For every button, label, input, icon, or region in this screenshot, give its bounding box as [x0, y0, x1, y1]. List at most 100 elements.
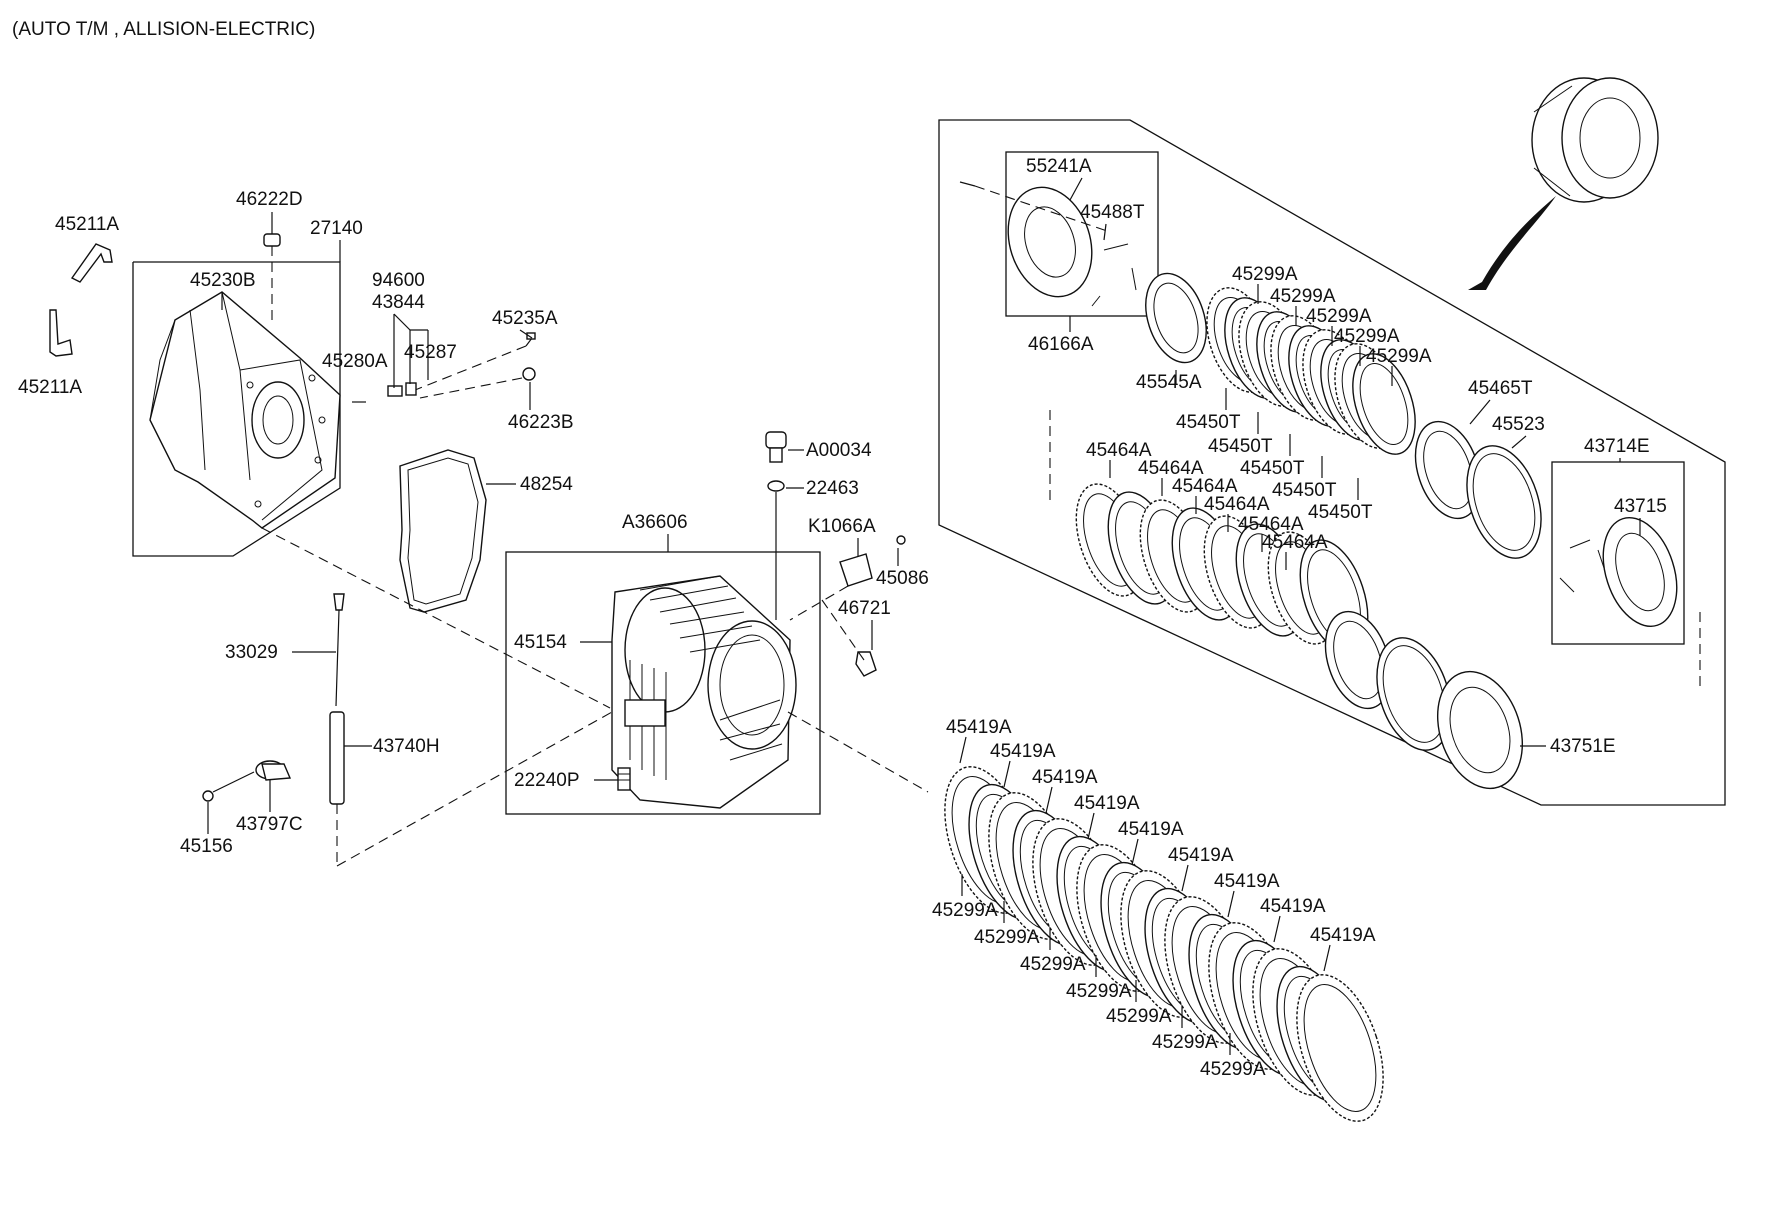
breather-A00034: [765, 431, 787, 620]
upper-disc-45450T: [1352, 353, 1416, 455]
label-45419A: 45419A: [1260, 896, 1326, 917]
label-22240P: 22240P: [514, 770, 580, 791]
label-46166A: 46166A: [1028, 334, 1094, 355]
stack-labels: 45299A45299A45299A45299A45299A45450T4545…: [932, 264, 1432, 1080]
label-A00034: A00034: [806, 440, 872, 461]
bracket-43797C: [255, 760, 292, 781]
label-45419A: 45419A: [1214, 871, 1280, 892]
label-45086: 45086: [876, 568, 929, 589]
spring-45465T: [1414, 420, 1482, 520]
label-45299A-lower: 45299A: [974, 927, 1040, 948]
label-55241A: 55241A: [1026, 156, 1092, 177]
middle-clutch-pack: [1075, 483, 1369, 653]
label-45299A-upper: 45299A: [1232, 264, 1298, 285]
label-45523: 45523: [1492, 414, 1545, 435]
label-22463: 22463: [806, 478, 859, 499]
label-45419A: 45419A: [1074, 793, 1140, 814]
label-45287: 45287: [404, 342, 457, 363]
plug-46222D: [263, 233, 281, 320]
label-45488T: 45488T: [1080, 202, 1145, 223]
piston-43751E: [1436, 670, 1524, 790]
label-45211A-top: 45211A: [55, 214, 119, 235]
snap-rings-45488T: [1091, 243, 1137, 307]
label-45299A-lower: 45299A: [1200, 1059, 1266, 1080]
label-43751E: 43751E: [1550, 736, 1616, 757]
label-45450T: 45450T: [1240, 458, 1305, 479]
label-45235A: 45235A: [492, 308, 558, 329]
bolt-45156: [202, 771, 255, 802]
label-43797C: 43797C: [236, 814, 303, 835]
label-33029: 33029: [225, 642, 278, 663]
label-45450T: 45450T: [1272, 480, 1337, 501]
dipstick-33029: [333, 593, 345, 707]
fill-tube-43740H: [329, 711, 345, 866]
plug-22240P: [617, 767, 631, 791]
label-45464A: 45464A: [1204, 494, 1270, 515]
piston-55241A: [1007, 186, 1093, 298]
label-45464A: 45464A: [1086, 440, 1152, 461]
label-45464A: 45464A: [1138, 458, 1204, 479]
piston-subgroup-43714E-frame: [1551, 461, 1685, 645]
label-45299A-lower: 45299A: [1152, 1032, 1218, 1053]
seal-ring-45523: [1466, 445, 1542, 559]
label-45154: 45154: [514, 632, 567, 653]
label-46222D: 46222D: [236, 189, 303, 210]
label-45156: 45156: [180, 836, 233, 857]
converter-housing-45230B: [149, 291, 341, 529]
label-43714E: 43714E: [1584, 436, 1650, 457]
label-45450T: 45450T: [1208, 436, 1273, 457]
spring-lower: [1324, 610, 1392, 710]
hook-bracket-45211A-lower: [49, 309, 73, 357]
label-45211A-bottom: 45211A: [18, 377, 82, 398]
piston-43715: [1559, 517, 1678, 627]
leader-lines: [207, 177, 1641, 834]
label-45464A: 45464A: [1262, 532, 1328, 553]
label-48254: 48254: [520, 474, 573, 495]
label-45230B: 45230B: [190, 270, 256, 291]
label-45299A-upper: 45299A: [1366, 346, 1432, 367]
transmission-case-A36606: [611, 575, 797, 809]
pointer-arrow: [1468, 196, 1556, 290]
label-45419A: 45419A: [1310, 925, 1376, 946]
label-45299A-lower: 45299A: [1106, 1006, 1172, 1027]
label-A36606: A36606: [622, 512, 688, 533]
label-45545A: 45545A: [1136, 372, 1202, 393]
label-43844: 43844: [372, 292, 425, 313]
diagram-header: (AUTO T/M , ALLISION-ELECTRIC): [12, 19, 315, 40]
label-45280A: 45280A: [322, 351, 388, 372]
bolt-45086: [896, 535, 906, 545]
label-45299A-upper: 45299A: [1334, 326, 1400, 347]
label-45299A-lower: 45299A: [1020, 954, 1086, 975]
label-27140: 27140: [310, 218, 363, 239]
lower-clutch-pack: [944, 766, 1384, 1122]
piston-subgroup-frame: [1005, 151, 1159, 317]
label-45419A: 45419A: [1168, 845, 1234, 866]
label-45419A: 45419A: [990, 741, 1056, 762]
label-45464A: 45464A: [1238, 514, 1304, 535]
label-45465T: 45465T: [1468, 378, 1533, 399]
label-45299A-upper: 45299A: [1270, 286, 1336, 307]
label-K1066A: K1066A: [808, 516, 876, 537]
label-45419A: 45419A: [1032, 767, 1098, 788]
ring-45545A: [1145, 272, 1207, 364]
label-45419A: 45419A: [946, 717, 1012, 738]
label-45450T: 45450T: [1176, 412, 1241, 433]
label-43715: 43715: [1614, 496, 1667, 517]
label-46721: 46721: [838, 598, 891, 619]
main-case-frame: [505, 551, 821, 815]
cover-46721: [855, 651, 877, 677]
label-45464A: 45464A: [1172, 476, 1238, 497]
housing-group-frame: [132, 261, 341, 557]
label-43740H: 43740H: [373, 736, 440, 757]
cover-plate-K1066A: [789, 553, 873, 621]
label-45299A-lower: 45299A: [1066, 981, 1132, 1002]
label-45299A-upper: 45299A: [1306, 306, 1372, 327]
bolt-top-left: [959, 181, 976, 187]
label-46223B: 46223B: [508, 412, 574, 433]
fittings-cluster: [352, 330, 536, 403]
label-45419A: 45419A: [1118, 819, 1184, 840]
label-45299A-lower: 45299A: [932, 900, 998, 921]
gasket-48254: [399, 449, 487, 613]
